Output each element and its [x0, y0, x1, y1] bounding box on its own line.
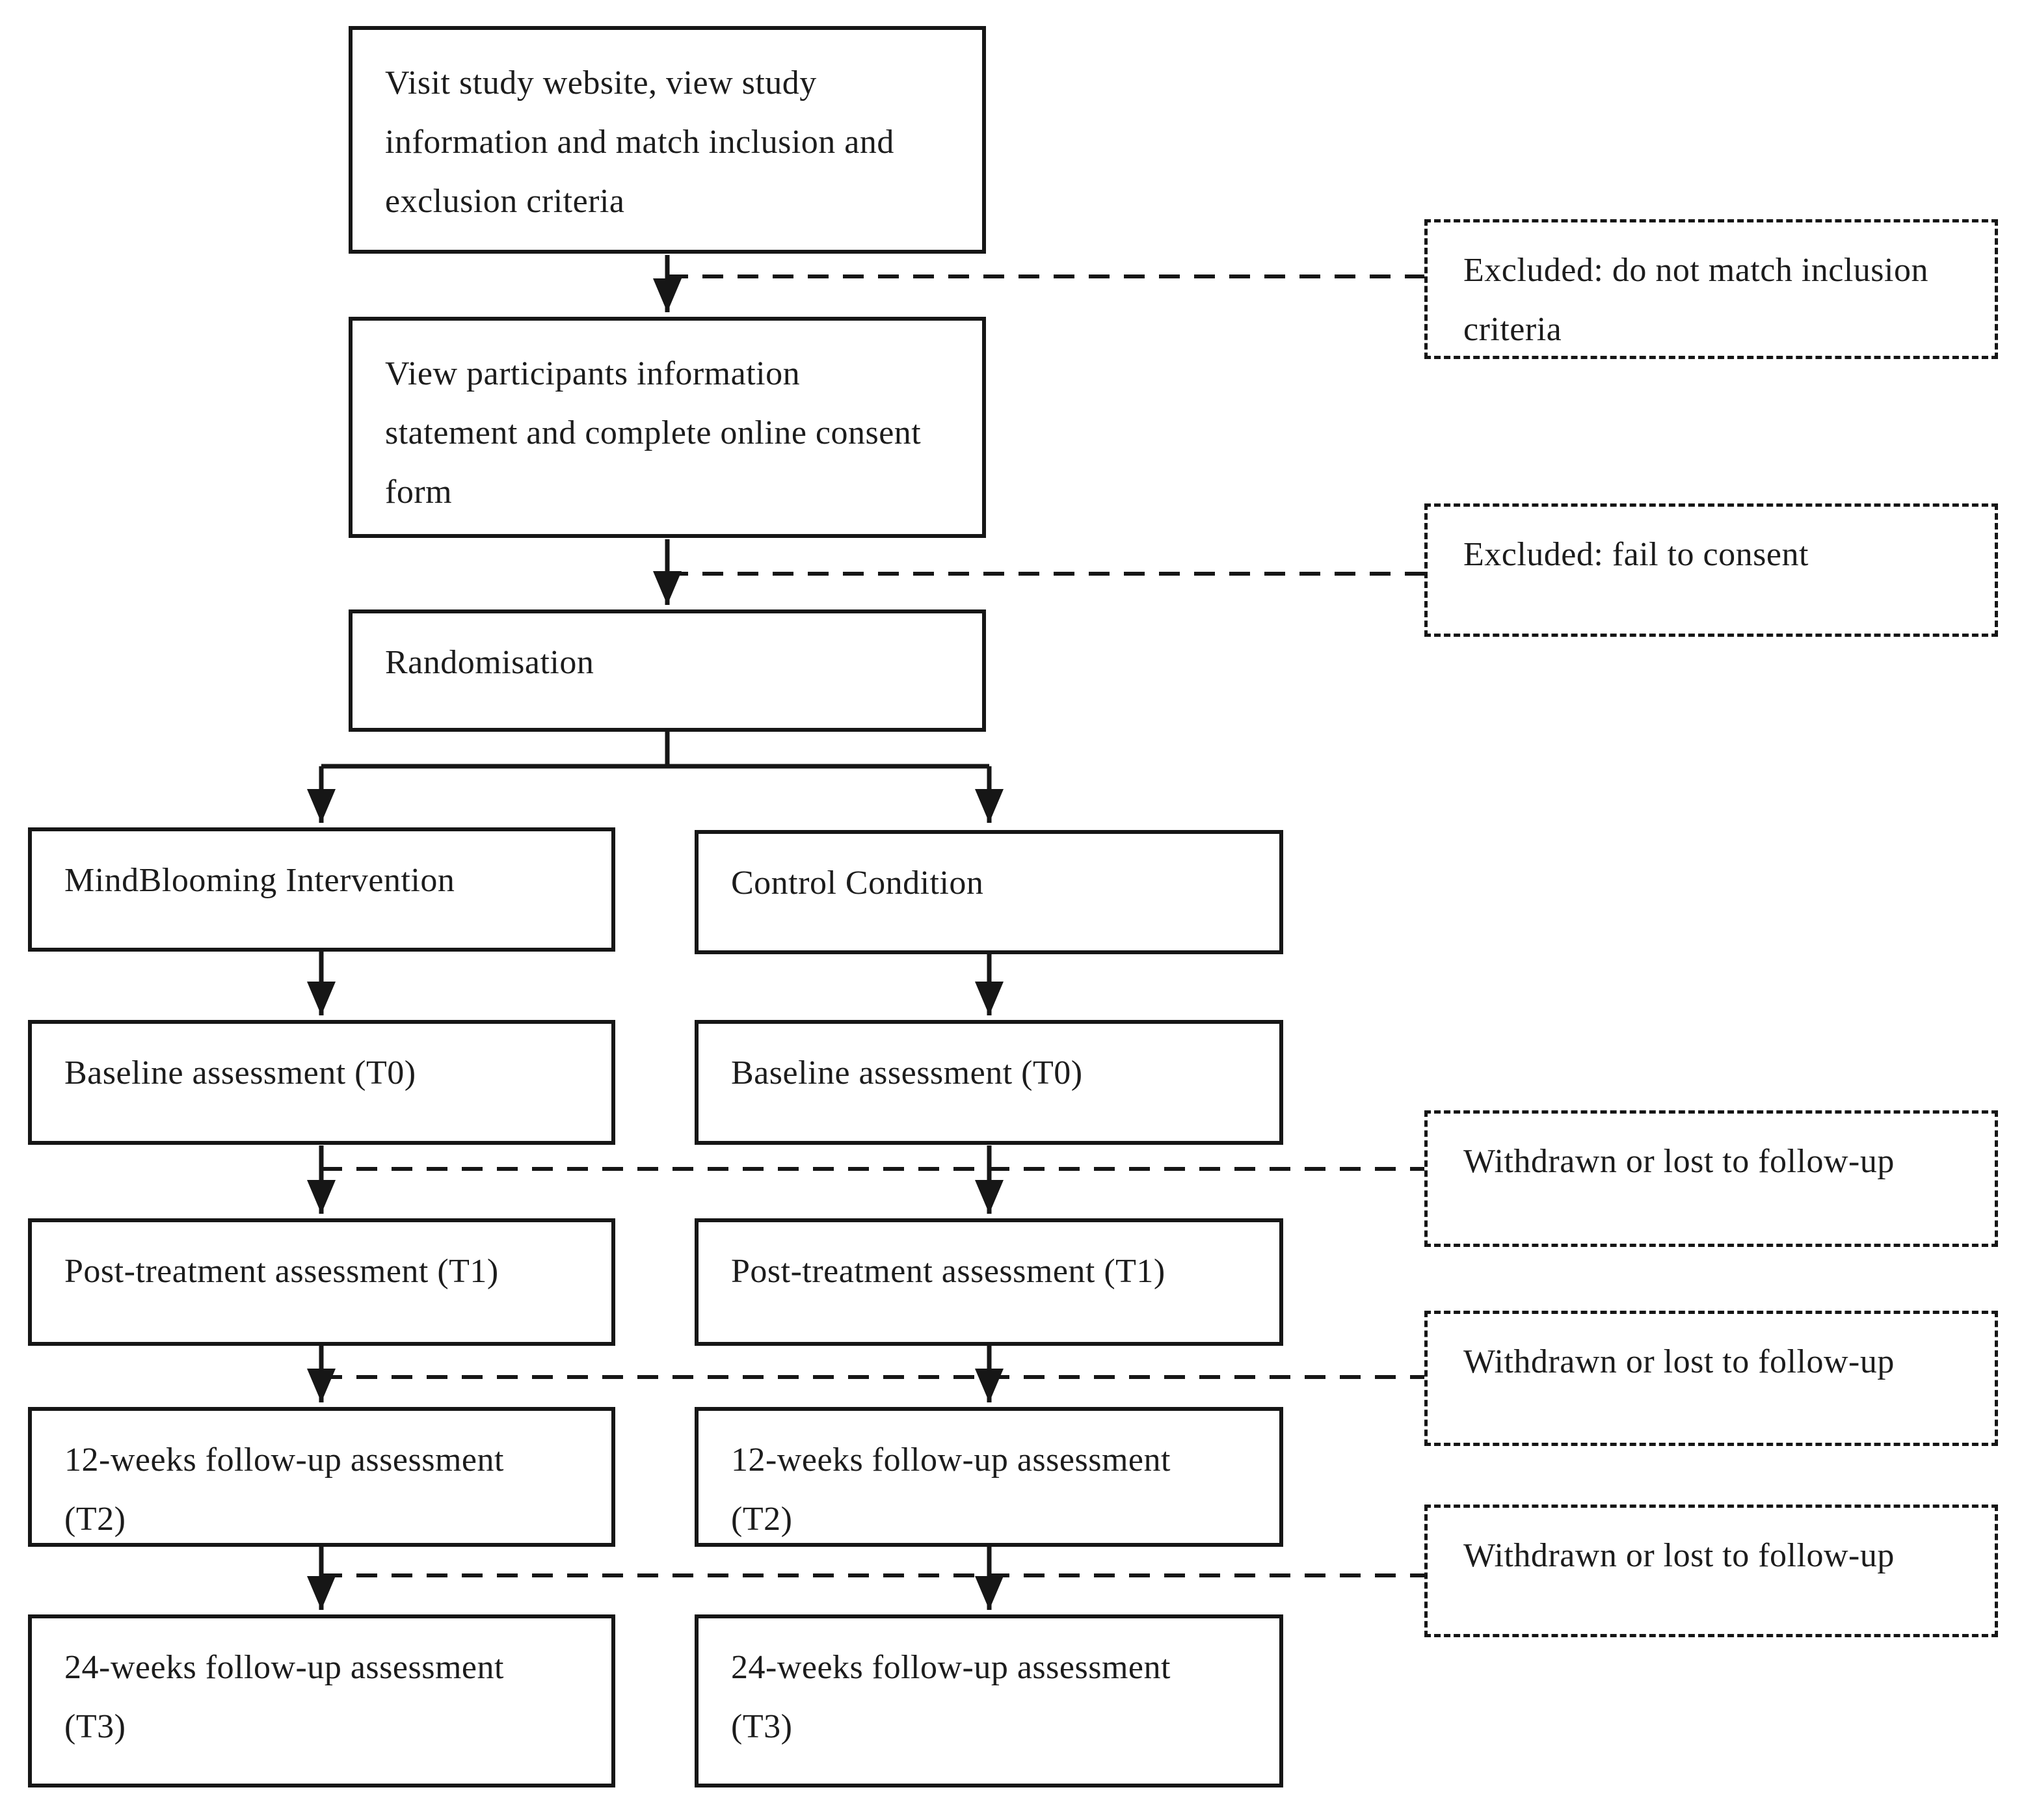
node-consent-form: View participants information statement …	[349, 317, 986, 538]
node-followup-24w-left-label: 24-weeks follow-up assessment (T3)	[64, 1649, 504, 1745]
node-baseline-t0-left: Baseline assessment (T0)	[28, 1020, 615, 1145]
node-withdrawn-t2: Withdrawn or lost to follow-up	[1424, 1311, 1998, 1446]
node-randomisation-label: Randomisation	[385, 644, 594, 681]
node-withdrawn-t2-label: Withdrawn or lost to follow-up	[1463, 1343, 1895, 1380]
node-baseline-t0-right: Baseline assessment (T0)	[695, 1020, 1283, 1145]
node-randomisation: Randomisation	[349, 609, 986, 732]
node-excluded-consent: Excluded: fail to consent	[1424, 503, 1998, 637]
node-withdrawn-t3-label: Withdrawn or lost to follow-up	[1463, 1537, 1895, 1574]
node-post-t1-right: Post-treatment assessment (T1)	[695, 1218, 1283, 1346]
solid-connectors	[307, 255, 1004, 1610]
node-post-t1-left: Post-treatment assessment (T1)	[28, 1218, 615, 1346]
node-withdrawn-t3: Withdrawn or lost to follow-up	[1424, 1505, 1998, 1637]
node-followup-24w-right-label: 24-weeks follow-up assessment (T3)	[731, 1649, 1171, 1745]
node-visit-website: Visit study website, view study informat…	[349, 26, 986, 254]
node-baseline-t0-right-label: Baseline assessment (T0)	[731, 1054, 1083, 1091]
node-visit-website-label: Visit study website, view study informat…	[385, 64, 894, 220]
node-post-t1-left-label: Post-treatment assessment (T1)	[64, 1253, 499, 1290]
node-baseline-t0-left-label: Baseline assessment (T0)	[64, 1054, 416, 1091]
node-control-label: Control Condition	[731, 864, 984, 902]
node-followup-12w-left: 12-weeks follow-up assessment (T2)	[28, 1407, 615, 1547]
node-followup-12w-right: 12-weeks follow-up assessment (T2)	[695, 1407, 1283, 1547]
node-withdrawn-t1: Withdrawn or lost to follow-up	[1424, 1110, 1998, 1247]
node-post-t1-right-label: Post-treatment assessment (T1)	[731, 1253, 1165, 1290]
node-excluded-inclusion-label: Excluded: do not match inclusion criteri…	[1463, 252, 1928, 348]
dashed-connectors	[321, 274, 1424, 1577]
node-consent-form-label: View participants information statement …	[385, 355, 922, 511]
node-followup-12w-left-label: 12-weeks follow-up assessment (T2)	[64, 1441, 504, 1538]
node-intervention-label: MindBlooming Intervention	[64, 862, 455, 899]
node-followup-24w-left: 24-weeks follow-up assessment (T3)	[28, 1614, 615, 1787]
node-followup-12w-right-label: 12-weeks follow-up assessment (T2)	[731, 1441, 1171, 1538]
node-control: Control Condition	[695, 830, 1283, 954]
node-excluded-inclusion: Excluded: do not match inclusion criteri…	[1424, 219, 1998, 359]
node-intervention: MindBlooming Intervention	[28, 827, 615, 952]
node-excluded-consent-label: Excluded: fail to consent	[1463, 536, 1809, 573]
node-withdrawn-t1-label: Withdrawn or lost to follow-up	[1463, 1143, 1895, 1180]
node-followup-24w-right: 24-weeks follow-up assessment (T3)	[695, 1614, 1283, 1787]
